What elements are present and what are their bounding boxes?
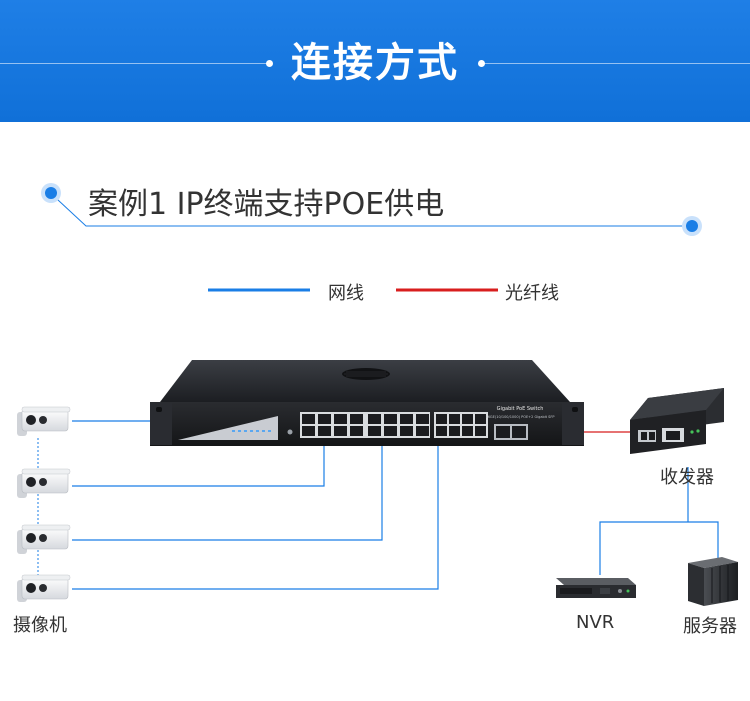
camera-3 <box>17 524 71 554</box>
switch-ear-hole-left <box>156 407 162 412</box>
nvr-device <box>556 578 636 598</box>
header-banner: 连接方式 <box>0 0 750 122</box>
poe-switch: Gigabit PoE Switch 16GE(10/100/1000) POE… <box>150 360 584 446</box>
camera-2 <box>17 468 71 498</box>
server-label: 服务器 <box>683 616 737 637</box>
media-converter <box>630 388 724 454</box>
switch-ear-left <box>150 403 172 445</box>
switch-ear-hole-right <box>572 407 578 412</box>
server-device <box>688 557 738 606</box>
switch-rj45-ports <box>300 412 488 438</box>
switch-model-label: 16GE(10/100/1000) POE+2 Gigabit SFP <box>485 415 554 419</box>
switch-top <box>160 360 570 402</box>
switch-reset-button <box>287 429 293 435</box>
header-divider-right <box>482 63 750 64</box>
header-dot-right <box>478 60 485 67</box>
switch-ear-right <box>562 403 584 445</box>
legend-label-fiber: 光纤线 <box>505 283 559 304</box>
cable-camera-4 <box>72 438 439 590</box>
case-underline <box>57 199 684 227</box>
cable-nvr-server <box>599 521 719 575</box>
camera-cables <box>72 420 439 590</box>
camera-1 <box>17 406 71 436</box>
switch-sfp-ports <box>494 424 528 440</box>
nvr-label: NVR <box>576 612 615 633</box>
case-title: 案例1 IP终端支持POE供电 <box>88 187 445 222</box>
camera-4 <box>17 574 71 602</box>
switch-brand-label: Gigabit PoE Switch <box>497 406 544 412</box>
cable-camera-3 <box>72 438 383 541</box>
header-dot-left <box>266 60 273 67</box>
case-dot-right <box>686 220 698 232</box>
switch-vent-lines <box>344 371 388 377</box>
header-divider-left <box>0 63 268 64</box>
switch-leds <box>232 430 271 432</box>
case-title-decoration <box>41 183 702 236</box>
case-dot-left <box>45 187 57 199</box>
legend-label-network: 网线 <box>328 283 364 304</box>
transceiver-label: 收发器 <box>660 467 714 488</box>
cable-camera-2 <box>72 438 325 487</box>
switch-led-panel <box>178 416 278 440</box>
camera-label: 摄像机 <box>13 615 67 636</box>
page-title: 连接方式 <box>291 40 459 86</box>
uplink-cables <box>599 467 719 575</box>
